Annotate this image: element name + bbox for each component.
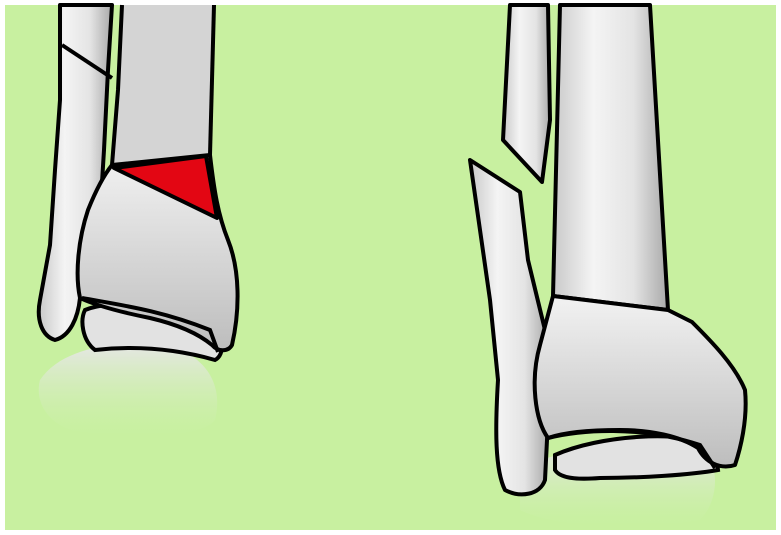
front-view-panel	[39, 5, 238, 437]
tibia-shaft-gap	[112, 5, 214, 165]
tibia-shaft-side	[553, 5, 668, 310]
